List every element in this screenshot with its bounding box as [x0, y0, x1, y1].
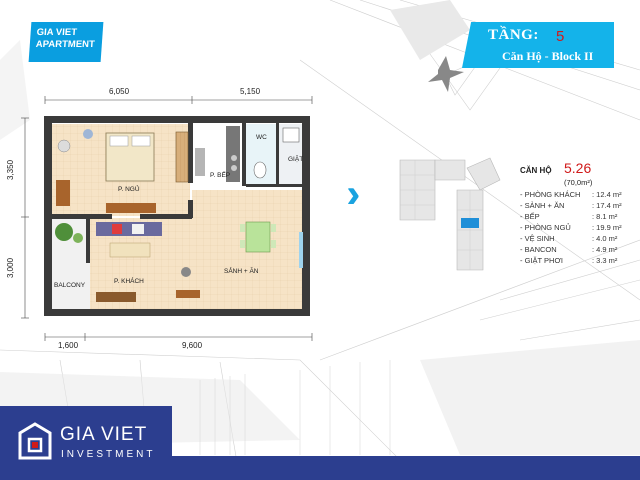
- unit-label: CĂN HỘ: [520, 166, 552, 175]
- logo-subtitle: INVESTMENT: [61, 449, 156, 460]
- room-kitchen: P. BẾP: [210, 172, 231, 179]
- spec-row: - PHÒNG NGỦ: 19.9 m²: [520, 223, 622, 232]
- unit-number: 5.26: [564, 160, 592, 176]
- company-logo: GIA VIET INVESTMENT: [0, 406, 172, 480]
- key-plan: [399, 157, 501, 271]
- house-logo-icon: [18, 422, 52, 460]
- room-laundry: GIẶT: [288, 156, 304, 163]
- spec-row: - GIẶT PHƠI: 3.3 m²: [520, 256, 618, 265]
- room-living: P. KHÁCH: [114, 278, 144, 285]
- unit-area: (70,0m²): [564, 178, 593, 187]
- dim-bottom-left: 1,600: [58, 341, 79, 350]
- spec-row: - BẾP: 8.1 m²: [520, 212, 618, 221]
- spec-row: - VỆ SINH: 4.0 m²: [520, 234, 618, 243]
- room-bedroom: P. NGỦ: [118, 186, 140, 193]
- logo-name: GIA VIET: [60, 424, 148, 445]
- dim-top-left: 6,050: [109, 87, 130, 96]
- spec-row: - PHÒNG KHÁCH: 12.4 m²: [520, 190, 622, 199]
- room-balcony: BALCONY: [54, 282, 86, 289]
- room-wc: WC: [256, 134, 267, 141]
- floor-label: TẦNG:: [488, 27, 539, 43]
- dim-bottom-right: 9,600: [182, 341, 203, 350]
- spec-row: - BANCON: 4.9 m²: [520, 245, 618, 254]
- dim-left-bottom: 3,000: [6, 257, 15, 278]
- dim-top-right: 5,150: [240, 87, 261, 96]
- floor-banner: TẦNG: 5 Căn Hộ - Block II: [462, 22, 614, 68]
- spec-row: - SẢNH + ĂN: 17.4 m²: [520, 201, 622, 210]
- floor-number: 5: [556, 28, 565, 45]
- block-label: Căn Hộ - Block II: [502, 49, 594, 63]
- dim-left-top: 3,350: [6, 159, 15, 180]
- room-hall-dining: SẢNH + ĂN: [224, 268, 259, 275]
